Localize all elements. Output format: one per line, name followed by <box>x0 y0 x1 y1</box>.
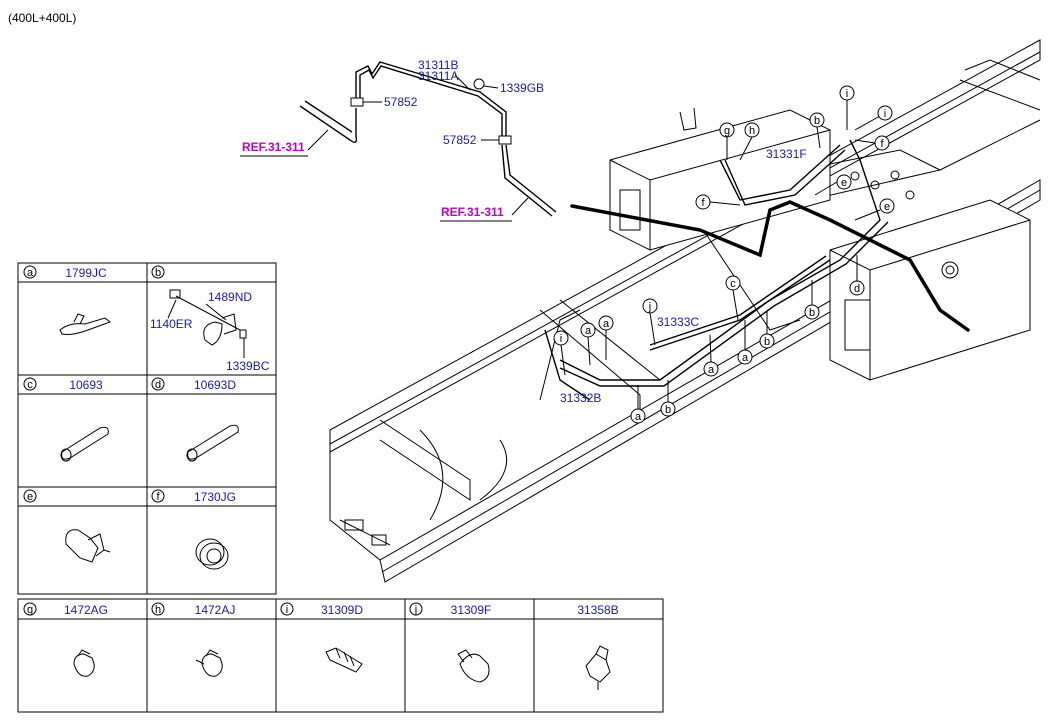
legend-letter-c: c <box>27 379 33 391</box>
legend-part-c: 10693 <box>69 378 103 392</box>
grommet-icon <box>195 538 229 570</box>
band-clip-icon <box>59 313 112 335</box>
legend-subpart-1489ND: 1489ND <box>208 290 252 304</box>
marker-c-1: c <box>730 278 736 290</box>
marker-e-2: e <box>884 201 890 213</box>
marker-f-2: f <box>701 197 705 209</box>
marker-g: g <box>724 125 730 137</box>
legend-letter-b: b <box>155 267 161 279</box>
callout-57852-lower: 57852 <box>443 133 477 147</box>
diagram-leader-lines <box>560 100 881 409</box>
marker-i-2: i <box>884 108 886 120</box>
hose-clamp-icon-h <box>195 649 223 677</box>
marker-b-4: b <box>665 404 671 416</box>
legend-subpart-1140ER: 1140ER <box>150 317 193 331</box>
marker-a-5: a <box>635 411 642 423</box>
ref-31-311-left: REF.31-311 <box>242 140 305 154</box>
legend-letter-g: g <box>27 604 33 616</box>
legend-part-g: 1472AG <box>64 603 108 617</box>
legend-letter-j: j <box>414 604 417 616</box>
marker-d-1: d <box>854 283 860 295</box>
holder-icon <box>585 645 611 690</box>
legend-part-d: 10693D <box>194 378 236 392</box>
legend-part-h: 1472AJ <box>195 603 236 617</box>
upper-pipe-assembly <box>240 61 557 222</box>
hose-clamp-icon-g <box>73 649 95 677</box>
clip-icon <box>65 529 111 563</box>
legend-part-a: 1799JC <box>65 266 107 280</box>
marker-b-1: b <box>814 115 820 127</box>
marker-i-1: i <box>846 88 848 100</box>
callout-31332B: 31332B <box>560 391 601 405</box>
legend-letter-d: d <box>155 379 161 391</box>
marker-a-3: a <box>603 318 610 330</box>
legend-letter-h: h <box>155 604 161 616</box>
legend-letter-i: i <box>286 604 288 616</box>
marker-b-2: b <box>809 307 815 319</box>
diagram-letter-markers: g h i i b f f e e d b c b a j a a i a a … <box>553 85 895 424</box>
legend-letter-a: a <box>27 267 34 279</box>
marker-h: h <box>749 125 755 137</box>
tube-icon-d <box>186 424 239 462</box>
marker-f-1: f <box>880 138 884 150</box>
marker-a-4: a <box>585 325 592 337</box>
legend-subpart-1339BC: 1339BC <box>226 359 270 373</box>
marker-a-1: a <box>742 352 749 364</box>
fuel-lines <box>544 139 970 401</box>
page-title: (400L+400L) <box>8 11 76 25</box>
marker-j-1: j <box>648 301 651 313</box>
callout-31331F: 31331F <box>766 147 807 161</box>
callout-31311B: 31311B <box>418 58 458 72</box>
marker-a-2: a <box>708 364 715 376</box>
callout-31311A: 31311A <box>418 69 458 83</box>
legend-part-31358B: 31358B <box>577 603 618 617</box>
legend-letter-f: f <box>156 491 160 503</box>
legend-grid <box>17 262 664 713</box>
legend-headers: a 1799JC b c 10693 d 10693D e f 1730JG g… <box>23 265 619 617</box>
marker-e-1: e <box>841 177 847 189</box>
legend-part-j: 31309F <box>451 603 492 617</box>
fuel-tank-left <box>609 107 831 251</box>
callout-31333C: 31333C <box>657 315 699 329</box>
callout-1339GB: 1339GB <box>500 81 544 95</box>
connector-icon <box>325 647 363 673</box>
legend-part-f: 1730JG <box>194 490 236 504</box>
clamp-connector-icon <box>457 649 490 683</box>
legend-part-i: 31309D <box>321 603 363 617</box>
marker-i-3: i <box>560 333 562 345</box>
marker-b-3: b <box>764 336 770 348</box>
callout-57852-upper: 57852 <box>384 95 418 109</box>
legend-letter-e: e <box>27 491 33 503</box>
bracket-assembly-icon: 1489ND 1140ER 1339BC <box>150 289 270 373</box>
ref-31-311-right: REF.31-311 <box>441 205 504 219</box>
tube-icon-c <box>60 426 109 462</box>
